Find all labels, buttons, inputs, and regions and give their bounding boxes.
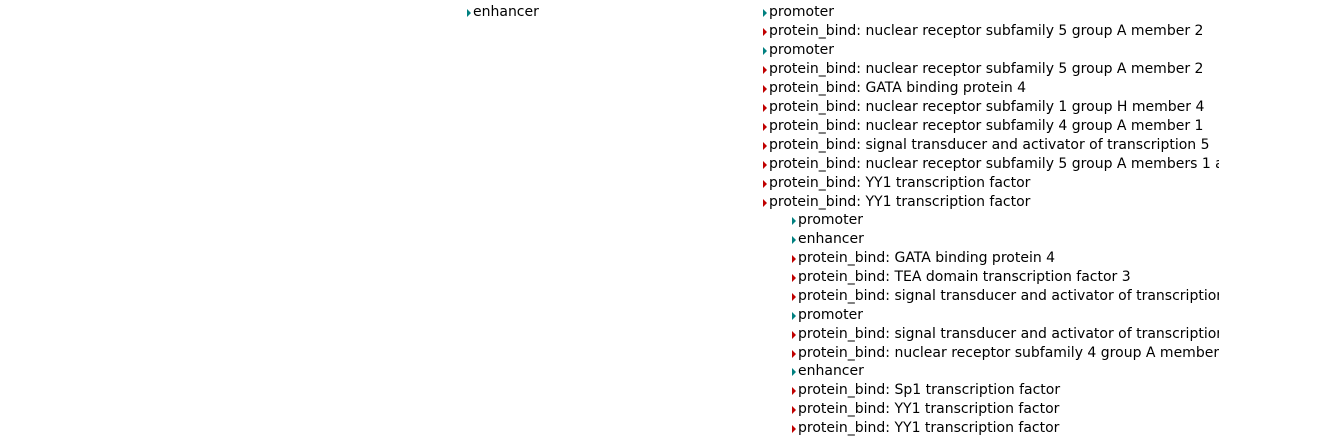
- teal-triangle-icon: [763, 46, 767, 55]
- feature-label: protein_bind: nuclear receptor subfamily…: [769, 61, 1204, 77]
- feature-enhancer[interactable]: enhancer: [466, 3, 766, 22]
- feature-enhancer[interactable]: enhancer: [791, 230, 1219, 249]
- red-triangle-icon: [763, 141, 767, 150]
- feature-label: promoter: [798, 307, 863, 323]
- teal-triangle-icon: [467, 8, 471, 17]
- feature-label: protein_bind: nuclear receptor subfamily…: [769, 23, 1204, 39]
- red-triangle-icon: [763, 103, 767, 112]
- feature-protein-bind[interactable]: protein_bind: signal transducer and acti…: [791, 325, 1219, 344]
- feature-protein-bind[interactable]: protein_bind: nuclear receptor subfamily…: [762, 155, 1219, 174]
- feature-label: protein_bind: nuclear receptor subfamily…: [769, 156, 1219, 172]
- feature-promoter[interactable]: promoter: [762, 3, 1219, 22]
- red-triangle-icon: [763, 198, 767, 207]
- teal-triangle-icon: [792, 311, 796, 320]
- feature-label: protein_bind: signal transducer and acti…: [769, 137, 1210, 153]
- feature-promoter[interactable]: promoter: [791, 211, 1219, 230]
- feature-protein-bind[interactable]: protein_bind: nuclear receptor subfamily…: [762, 60, 1219, 79]
- red-triangle-icon: [792, 386, 796, 395]
- feature-protein-bind[interactable]: protein_bind: nuclear receptor subfamily…: [762, 117, 1219, 136]
- feature-promoter[interactable]: promoter: [762, 41, 1219, 60]
- feature-label: protein_bind: YY1 transcription factor: [798, 401, 1060, 417]
- feature-protein-bind[interactable]: protein_bind: Sp1 transcription factor: [791, 381, 1219, 400]
- feature-label: protein_bind: TEA domain transcription f…: [798, 269, 1131, 285]
- red-triangle-icon: [792, 273, 796, 282]
- red-triangle-icon: [763, 27, 767, 36]
- feature-label: promoter: [798, 212, 863, 228]
- feature-protein-bind[interactable]: protein_bind: nuclear receptor subfamily…: [791, 344, 1219, 363]
- feature-label: protein_bind: YY1 transcription factor: [769, 175, 1031, 191]
- feature-label: enhancer: [798, 363, 864, 379]
- feature-label: protein_bind: YY1 transcription factor: [798, 420, 1060, 436]
- feature-protein-bind[interactable]: protein_bind: signal transducer and acti…: [791, 287, 1219, 306]
- feature-label: enhancer: [798, 231, 864, 247]
- feature-label: protein_bind: GATA binding protein 4: [798, 250, 1056, 266]
- feature-label: protein_bind: nuclear receptor subfamily…: [769, 99, 1205, 115]
- teal-triangle-icon: [792, 235, 796, 244]
- feature-label: enhancer: [473, 4, 539, 20]
- red-triangle-icon: [792, 349, 796, 358]
- feature-label: protein_bind: signal transducer and acti…: [798, 288, 1219, 304]
- red-triangle-icon: [763, 84, 767, 93]
- feature-label: protein_bind: YY1 transcription factor: [769, 194, 1031, 210]
- red-triangle-icon: [792, 292, 796, 301]
- feature-label: promoter: [769, 42, 834, 58]
- red-triangle-icon: [763, 122, 767, 131]
- feature-protein-bind[interactable]: protein_bind: YY1 transcription factor: [791, 400, 1219, 419]
- feature-protein-bind[interactable]: protein_bind: TEA domain transcription f…: [791, 268, 1219, 287]
- teal-triangle-icon: [763, 8, 767, 17]
- red-triangle-icon: [792, 330, 796, 339]
- red-triangle-icon: [792, 405, 796, 414]
- feature-protein-bind[interactable]: protein_bind: signal transducer and acti…: [762, 136, 1219, 155]
- feature-protein-bind[interactable]: protein_bind: nuclear receptor subfamily…: [762, 98, 1219, 117]
- feature-label: protein_bind: signal transducer and acti…: [798, 326, 1219, 342]
- feature-label: protein_bind: Sp1 transcription factor: [798, 382, 1061, 398]
- feature-protein-bind[interactable]: protein_bind: nuclear receptor subfamily…: [762, 22, 1219, 41]
- feature-label: protein_bind: GATA binding protein 4: [769, 80, 1027, 96]
- teal-triangle-icon: [792, 367, 796, 376]
- red-triangle-icon: [792, 254, 796, 263]
- feature-enhancer[interactable]: enhancer: [791, 362, 1219, 381]
- feature-protein-bind[interactable]: protein_bind: GATA binding protein 4: [791, 249, 1219, 268]
- feature-protein-bind[interactable]: protein_bind: YY1 transcription factor: [762, 193, 1219, 212]
- feature-protein-bind[interactable]: protein_bind: YY1 transcription factor: [762, 174, 1219, 193]
- feature-protein-bind[interactable]: protein_bind: GATA binding protein 4: [762, 79, 1219, 98]
- teal-triangle-icon: [792, 216, 796, 225]
- feature-promoter[interactable]: promoter: [791, 306, 1219, 325]
- red-triangle-icon: [763, 160, 767, 169]
- feature-label: protein_bind: nuclear receptor subfamily…: [798, 345, 1219, 361]
- red-triangle-icon: [763, 65, 767, 74]
- feature-protein-bind[interactable]: protein_bind: YY1 transcription factor: [791, 419, 1219, 438]
- feature-label: promoter: [769, 4, 834, 20]
- red-triangle-icon: [763, 179, 767, 188]
- feature-label: protein_bind: nuclear receptor subfamily…: [769, 118, 1204, 134]
- red-triangle-icon: [792, 424, 796, 433]
